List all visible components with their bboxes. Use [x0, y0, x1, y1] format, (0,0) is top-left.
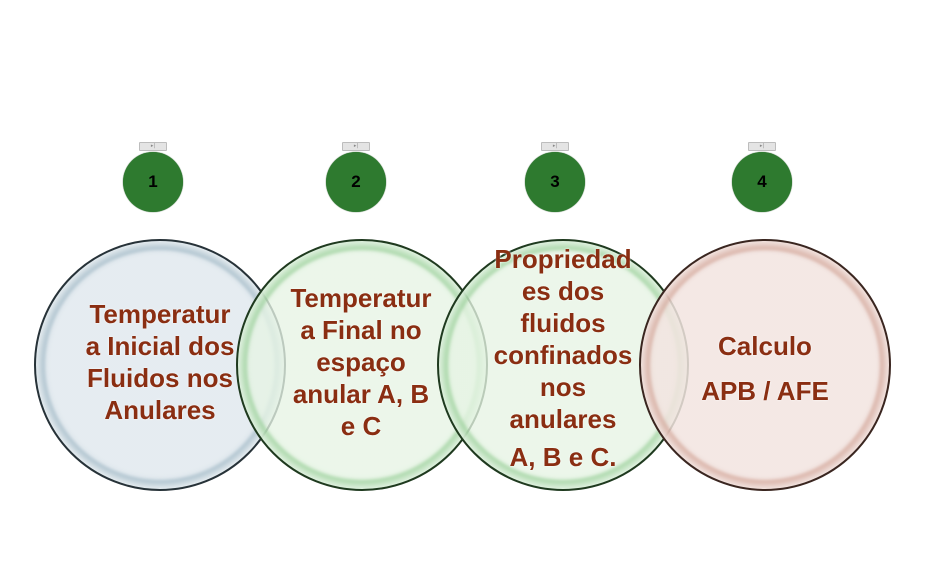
step-1-tab[interactable]: ▸|	[139, 142, 167, 151]
step-1-label-line: a Inicial dos	[85, 331, 235, 361]
step-2-number-badge: 2	[326, 152, 386, 212]
step-2-label-line: Temperatur	[290, 283, 432, 313]
step-3-label: Propriedad es dos fluidos confinados nos…	[470, 243, 656, 473]
step-3-label-line: A, B e C.	[509, 442, 617, 472]
step-3-label-line: confinados	[493, 340, 633, 370]
step-2-label-line: e C	[340, 411, 382, 441]
step-2-label: Temperatur a Final no espaço anular A, B…	[275, 282, 447, 442]
step-3-tab[interactable]: ▸|	[541, 142, 569, 151]
step-1-label-line: Anulares	[104, 395, 216, 425]
step-3-number-badge: 3	[525, 152, 585, 212]
step-2-label-line: a Final no	[300, 315, 422, 345]
step-1-label-line: Fluidos nos	[87, 363, 233, 393]
step-3-label-line: anulares	[509, 404, 617, 434]
step-4-circle	[639, 239, 891, 491]
step-3-label-line: nos	[539, 372, 587, 402]
step-2-tab[interactable]: ▸|	[342, 142, 370, 151]
step-1-label-line: Temperatur	[89, 299, 231, 329]
step-3-label-line: fluidos	[520, 308, 606, 338]
step-4-tab[interactable]: ▸|	[748, 142, 776, 151]
step-4-number-badge: 4	[732, 152, 792, 212]
step-1-number-badge: 1	[123, 152, 183, 212]
step-3-label-line: es dos	[521, 276, 605, 306]
step-4-label-line: APB / AFE	[701, 376, 829, 406]
step-2-label-line: anular A, B	[292, 379, 430, 409]
step-4-label: Calculo APB / AFE	[680, 324, 850, 414]
step-3-label-line: Propriedad	[494, 244, 632, 274]
step-1-label: Temperatur a Inicial dos Fluidos nos Anu…	[70, 298, 250, 426]
step-4-label-line: Calculo	[718, 331, 812, 361]
step-2-label-line: espaço	[316, 347, 406, 377]
